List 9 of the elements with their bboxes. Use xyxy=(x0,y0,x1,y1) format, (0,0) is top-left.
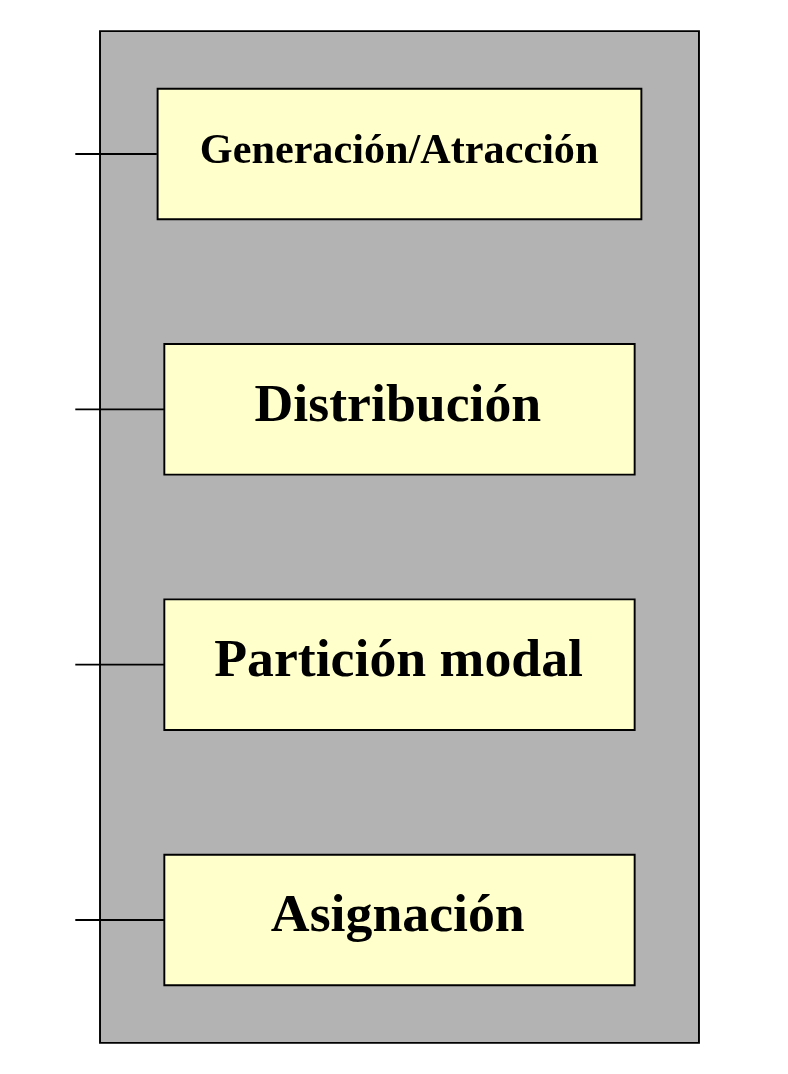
node-box: Generación/Atracción xyxy=(156,87,643,221)
connector xyxy=(74,153,158,155)
node-box: Distribución xyxy=(163,343,636,476)
connector xyxy=(74,919,166,921)
node-box: Asignación xyxy=(163,853,636,987)
node-box: Partición modal xyxy=(163,598,636,731)
connector xyxy=(74,408,166,411)
connector xyxy=(74,663,166,666)
cluster xyxy=(99,30,700,1044)
